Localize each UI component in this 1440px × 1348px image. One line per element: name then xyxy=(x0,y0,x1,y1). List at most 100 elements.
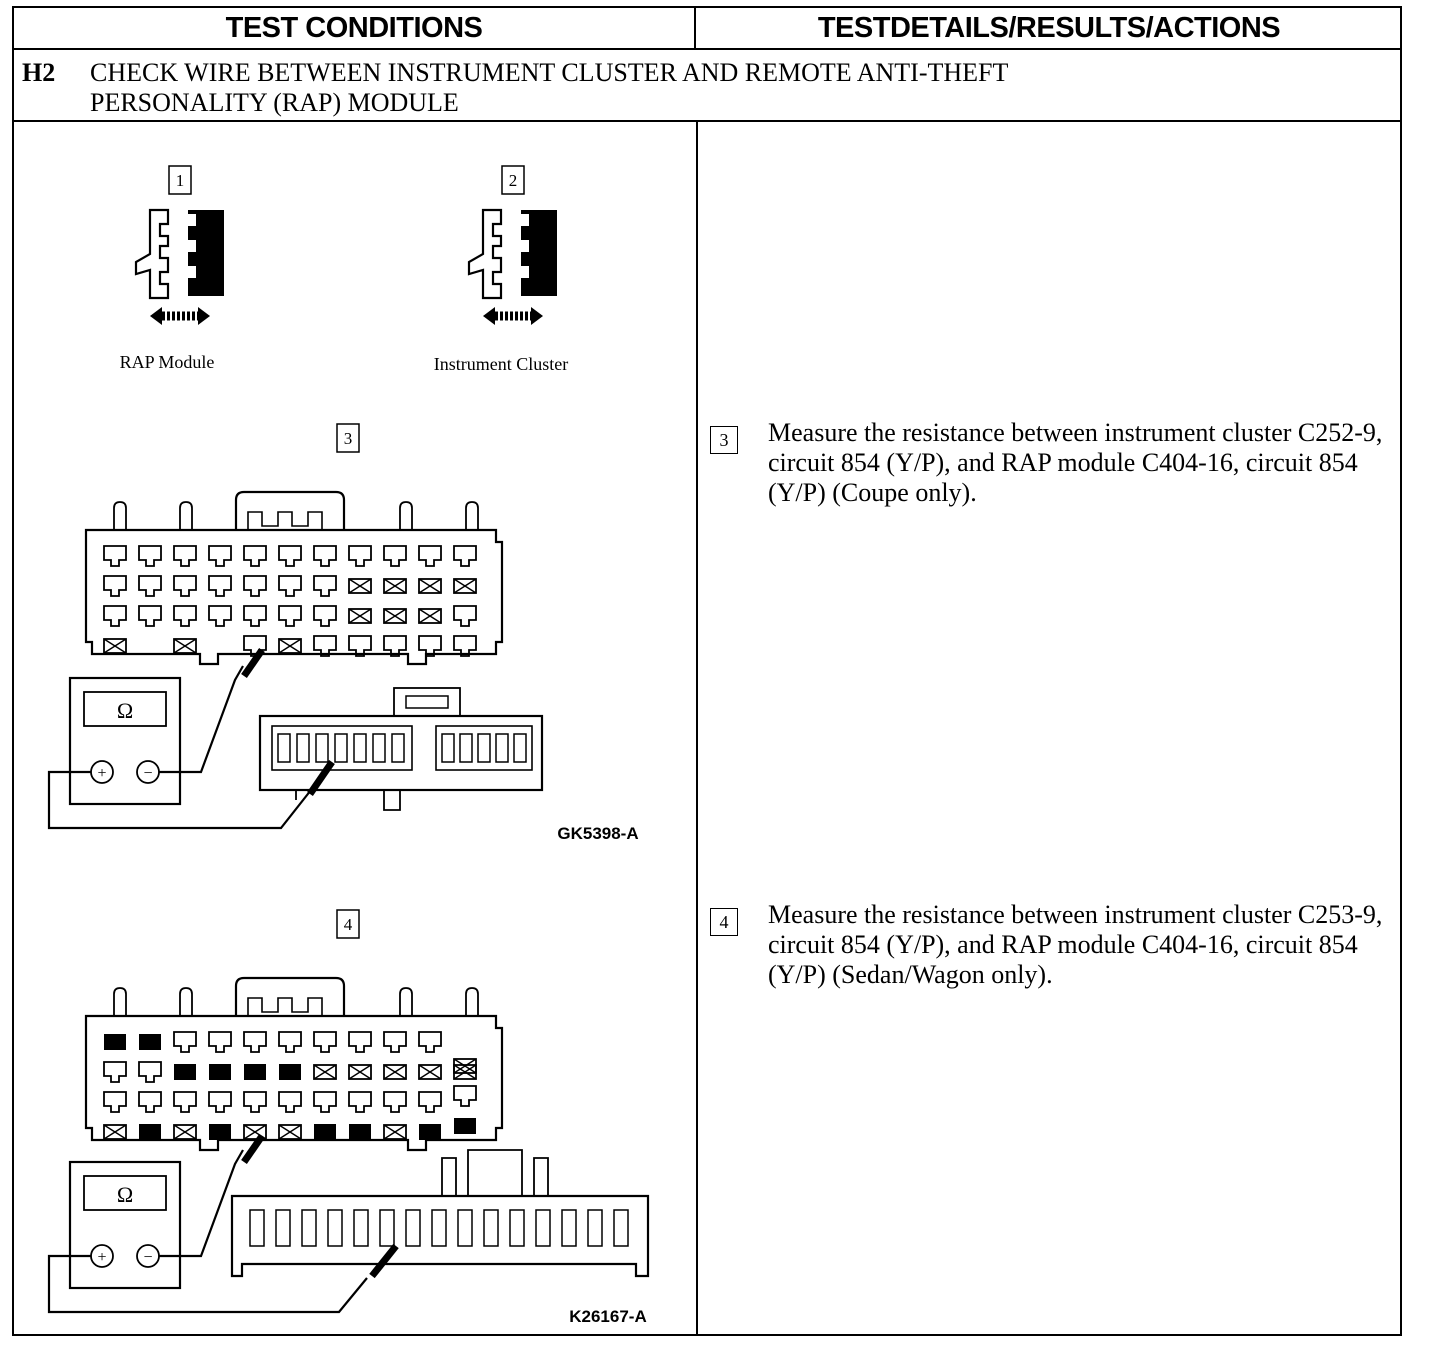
pin-cavity xyxy=(243,1091,267,1113)
detail-4-text: Measure the resistance between instrumen… xyxy=(768,900,1383,989)
plugged-cavity-x xyxy=(313,1064,337,1080)
housing-post xyxy=(465,501,479,530)
figure-ref-2: K26167-A xyxy=(569,1307,647,1326)
pin-cavity xyxy=(138,1091,162,1113)
rap-pin xyxy=(495,733,509,763)
plugged-cavity xyxy=(383,1064,407,1080)
rap-pin-block-1 xyxy=(271,725,413,771)
rap-pin-long xyxy=(613,1209,629,1247)
callout-3-box xyxy=(336,423,360,453)
blocked-cavity xyxy=(349,1124,371,1140)
probe-lead-2 xyxy=(307,760,335,796)
pin-cavity xyxy=(313,1031,337,1053)
column-divider xyxy=(696,122,698,1336)
blocked-cavity xyxy=(244,1064,266,1080)
pin-cavity xyxy=(243,1031,267,1053)
callout-1-box xyxy=(168,165,192,195)
plugged-cavity-x xyxy=(383,1124,407,1140)
pin-cavity xyxy=(383,635,407,657)
plugged-cavity-x xyxy=(453,1064,477,1080)
plugged-cavity-x xyxy=(418,1064,442,1080)
pin-cavity xyxy=(453,635,477,657)
rap-pin-long xyxy=(353,1209,369,1247)
pin-cavity xyxy=(103,1091,127,1113)
rap-pin xyxy=(372,733,386,763)
housing-post xyxy=(179,501,193,530)
callout-2: 2 xyxy=(509,171,518,190)
detail-4-number: 4 xyxy=(710,908,738,936)
rap-pin xyxy=(277,733,291,763)
pin-cavity xyxy=(383,1031,407,1053)
pin-cavity xyxy=(173,1091,197,1113)
plugged-cavity xyxy=(103,1124,127,1140)
plugged-cavity-x xyxy=(418,608,442,624)
latch-teeth xyxy=(247,511,323,530)
plugged-cavity xyxy=(348,578,372,594)
pin-cavity xyxy=(138,1061,162,1083)
plugged-cavity-x xyxy=(348,1064,372,1080)
pin-cavity xyxy=(208,1091,232,1113)
male-half xyxy=(188,210,224,296)
plugged-cavity-x xyxy=(418,578,442,594)
pin-cavity xyxy=(313,635,337,657)
pin-cavity xyxy=(418,545,442,567)
rap-pin-long xyxy=(561,1209,577,1247)
plugged-cavity xyxy=(278,638,302,654)
pin-cavity xyxy=(278,1031,302,1053)
meter-test-sedan-wagon: 4Ω+−K26167-A xyxy=(47,909,650,1326)
connector-latch xyxy=(234,490,346,530)
plugged-cavity-x xyxy=(103,638,127,654)
rap-pin xyxy=(513,733,527,763)
pin-cavity xyxy=(103,575,127,597)
pin-cavity xyxy=(208,575,232,597)
plugged-cavity-x xyxy=(173,1124,197,1140)
pin-cavity xyxy=(173,1031,197,1053)
pin-cavity xyxy=(348,1031,372,1053)
plugged-cavity-x xyxy=(173,638,197,654)
plugged-cavity-x xyxy=(383,1064,407,1080)
plugged-cavity xyxy=(383,608,407,624)
pin-cavity xyxy=(103,1061,127,1083)
pin-cavity xyxy=(348,1091,372,1113)
pin-cavity xyxy=(348,545,372,567)
meter-2-ohm: Ω xyxy=(117,1182,133,1207)
meter-2-positive-lead xyxy=(47,1254,368,1314)
housing-post xyxy=(399,501,413,530)
meter-1-minus: − xyxy=(143,765,152,782)
pin-cavity xyxy=(173,575,197,597)
probe-lead-1 xyxy=(241,1134,265,1164)
plugged-cavity xyxy=(418,608,442,624)
rap-connector-housing-long xyxy=(230,1194,650,1278)
pin-cavity xyxy=(278,545,302,567)
rap-connector-latch xyxy=(393,687,461,717)
pin-cavity xyxy=(418,635,442,657)
detail-3-number: 3 xyxy=(710,426,738,454)
pin-cavity xyxy=(208,545,232,567)
pin-cavity xyxy=(138,545,162,567)
plugged-cavity xyxy=(383,578,407,594)
connector-latch xyxy=(234,976,346,1016)
female-half xyxy=(134,208,170,300)
rap-pin-long xyxy=(587,1209,603,1247)
blocked-cavity xyxy=(279,1064,301,1080)
rap-pin-long xyxy=(379,1209,395,1247)
pin-cavity xyxy=(313,605,337,627)
meter-2-minus: − xyxy=(143,1249,152,1266)
plugged-cavity xyxy=(278,1124,302,1140)
blocked-cavity xyxy=(104,1034,126,1050)
rap-pin-long xyxy=(457,1209,473,1247)
pin-cavity xyxy=(103,605,127,627)
blocked-cavity xyxy=(209,1064,231,1080)
probe-lead-1 xyxy=(241,648,265,678)
step-id: H2 xyxy=(22,58,56,87)
blocked-cavity xyxy=(139,1034,161,1050)
housing-post xyxy=(179,987,193,1016)
blocked-cavity xyxy=(209,1124,231,1140)
plugged-cavity-x xyxy=(453,1058,477,1074)
pin-cavity xyxy=(418,1031,442,1053)
female-half xyxy=(467,208,503,300)
housing-post xyxy=(399,987,413,1016)
plugged-cavity-x xyxy=(348,578,372,594)
housing-post xyxy=(465,987,479,1016)
rap-connector-disconnect: 1 xyxy=(134,165,224,325)
